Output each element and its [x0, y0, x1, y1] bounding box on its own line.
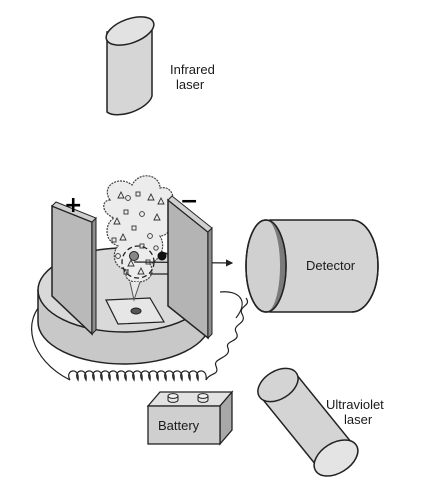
detector — [245, 219, 379, 313]
minus-sign: − — [180, 189, 198, 214]
infrared-laser — [105, 16, 155, 116]
ultraviolet-label-line2: laser — [344, 412, 373, 427]
detector-label: Detector — [306, 258, 356, 273]
battery-label: Battery — [158, 418, 200, 433]
battery — [146, 390, 234, 446]
sample-slide — [105, 297, 166, 325]
positive-electrode-plate — [51, 201, 97, 336]
ultraviolet-laser — [257, 367, 359, 477]
infrared-label-line1: Infrared — [170, 62, 215, 77]
ultraviolet-label-line1: Ultraviolet — [326, 397, 384, 412]
battery-terminals — [167, 393, 209, 403]
infrared-label-line2: laser — [176, 77, 205, 92]
plus-sign: + — [64, 193, 82, 218]
negative-electrode-plate — [167, 195, 213, 340]
